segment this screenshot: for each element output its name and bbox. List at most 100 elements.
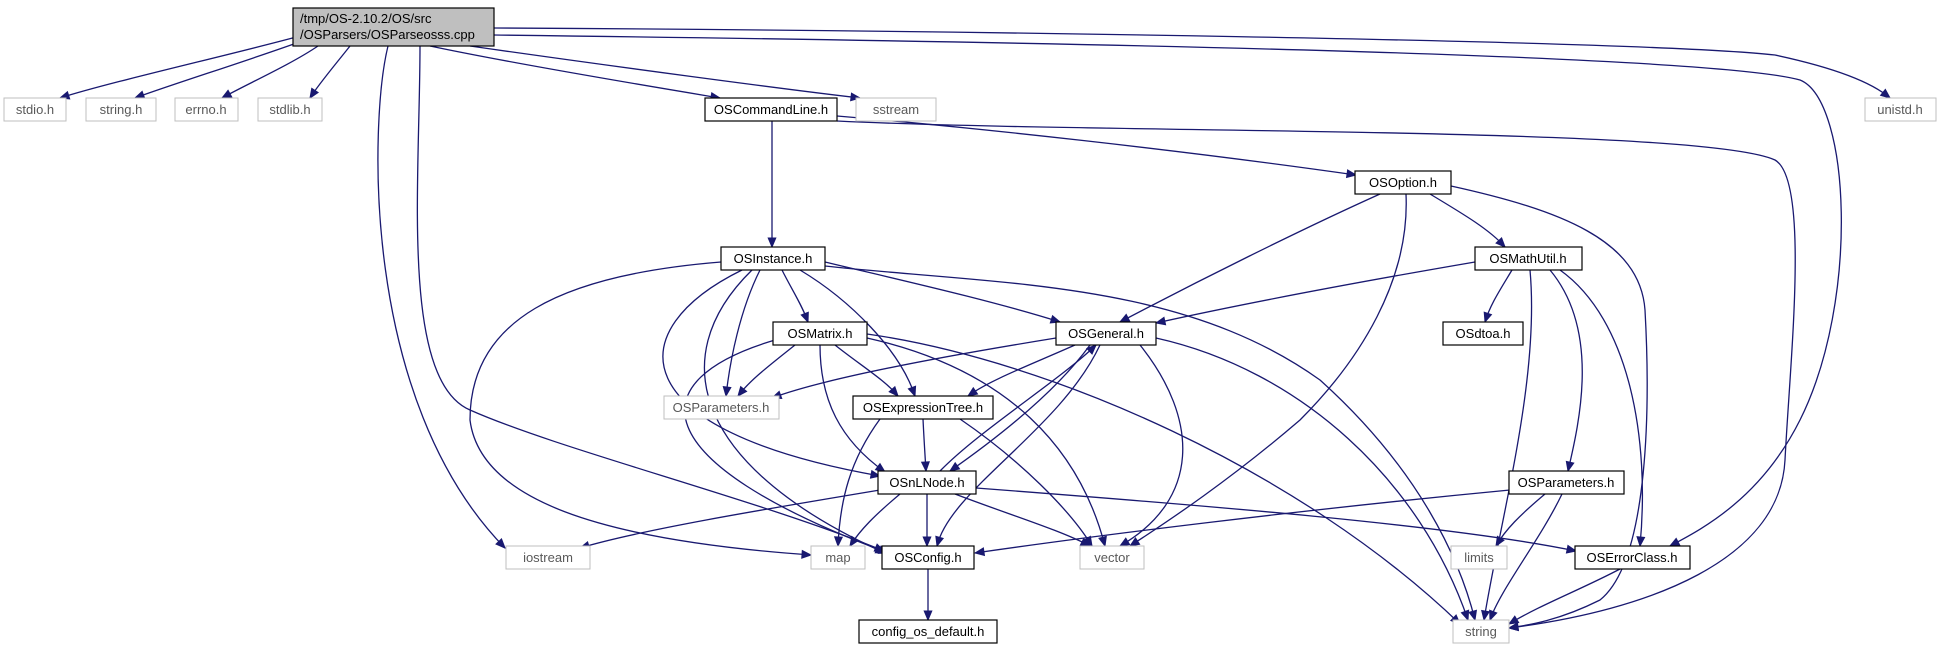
edge-arrowhead bbox=[833, 536, 844, 548]
node-osmathutil-h[interactable]: OSMathUtil.h bbox=[1474, 246, 1583, 271]
edge-OSInstance-to-OSExpressionTree bbox=[799, 269, 917, 398]
edge-arrowhead bbox=[309, 87, 320, 100]
edge-root-to-iostream bbox=[377, 45, 506, 549]
edge-root-to-OSCommandLine bbox=[429, 45, 722, 101]
node-osnlnode-h[interactable]: OSnLNode.h bbox=[877, 470, 977, 495]
edge-root-to-unistd bbox=[493, 27, 1892, 99]
svg-text:OSnLNode.h: OSnLNode.h bbox=[889, 475, 964, 490]
edge-arrowhead bbox=[1507, 622, 1520, 632]
node-sstream[interactable]: sstream bbox=[855, 97, 937, 122]
edge-OSnLNode-to-map bbox=[849, 493, 901, 548]
edge-OSInstance-to-OSMatrix bbox=[781, 269, 809, 324]
edge-arrowhead bbox=[1668, 537, 1681, 547]
edge-arrowhead bbox=[1468, 609, 1478, 622]
edge-OSGeneral-to-string bbox=[1155, 337, 1470, 622]
node-string-h[interactable]: string.h bbox=[85, 97, 157, 122]
svg-text:stdlib.h: stdlib.h bbox=[269, 102, 310, 117]
edge-OSParameters-to-string bbox=[1489, 493, 1563, 622]
edge-OSMatrix-to-OSExpressionTree bbox=[834, 344, 899, 397]
edge-arrowhead bbox=[800, 311, 809, 324]
edge-arrowhead bbox=[948, 461, 961, 472]
edge-OSMathUtil-to-string bbox=[1481, 269, 1533, 622]
edge-arrowhead bbox=[888, 385, 899, 397]
node-stdio-h[interactable]: stdio.h bbox=[3, 97, 67, 122]
edge-root-to-stringh bbox=[133, 39, 306, 100]
edge-arrowhead bbox=[1495, 236, 1506, 248]
edge-arrowhead bbox=[923, 610, 933, 622]
edge-arrowhead bbox=[1489, 609, 1498, 622]
edge-arrowhead bbox=[1085, 344, 1097, 355]
edge-root-to-sstream bbox=[469, 45, 862, 102]
edge-OSMathUtil-to-OSParameters bbox=[1549, 269, 1583, 473]
node-vector[interactable]: vector bbox=[1079, 545, 1145, 570]
edge-OSnLNode-to-vector bbox=[954, 493, 1092, 547]
edge-OSInstance-to-OSGeneral bbox=[824, 261, 1062, 324]
edge-arrowhead bbox=[1128, 536, 1141, 547]
svg-text:string: string bbox=[1465, 624, 1497, 639]
node-config-os-default-h[interactable]: config_os_default.h bbox=[858, 619, 998, 644]
svg-text:OSExpressionTree.h: OSExpressionTree.h bbox=[863, 400, 983, 415]
node-osmatrix-h[interactable]: OSMatrix.h bbox=[772, 321, 868, 346]
node-unistd-h[interactable]: unistd.h bbox=[1864, 97, 1937, 122]
node-map[interactable]: map bbox=[810, 545, 866, 570]
edge-root-to-OSErrorClass bbox=[493, 34, 1842, 547]
edge-OSErrorClass-to-string bbox=[1507, 568, 1621, 625]
edge-arrowhead bbox=[1460, 609, 1470, 622]
node-oserrorclass-h[interactable]: OSErrorClass.h bbox=[1574, 545, 1691, 570]
edge-OSnLNode-to-OSConfig bbox=[922, 494, 932, 548]
edge-arrowhead bbox=[1118, 313, 1131, 323]
edge-arrowhead bbox=[973, 547, 986, 557]
node-osgeneral-h[interactable]: OSGeneral.h bbox=[1055, 321, 1157, 346]
node-osexpressiontree-h[interactable]: OSExpressionTree.h bbox=[852, 395, 994, 420]
svg-text:OSInstance.h: OSInstance.h bbox=[734, 251, 813, 266]
svg-text:string.h: string.h bbox=[100, 102, 143, 117]
svg-text:OSParameters.h: OSParameters.h bbox=[673, 400, 770, 415]
svg-text:stdio.h: stdio.h bbox=[16, 102, 54, 117]
edge-OSMatrix-to-OSConfig bbox=[684, 339, 890, 554]
node-osdtoa-h[interactable]: OSdtoa.h bbox=[1442, 321, 1524, 346]
edge-arrowhead bbox=[922, 536, 932, 548]
node-stdlib-h[interactable]: stdlib.h bbox=[257, 97, 323, 122]
svg-text:OSConfig.h: OSConfig.h bbox=[894, 550, 961, 565]
node-osparameters-h[interactable]: OSParameters.h bbox=[1508, 470, 1625, 495]
edge-arrowhead bbox=[935, 535, 945, 548]
svg-text:OSCommandLine.h: OSCommandLine.h bbox=[714, 102, 828, 117]
edge-OSExpressionTree-to-map bbox=[833, 418, 881, 548]
edge-arrowhead bbox=[767, 237, 777, 249]
edge-OSMathUtil-to-OSGeneral bbox=[1154, 261, 1476, 326]
node-limits[interactable]: limits bbox=[1450, 545, 1508, 570]
node-osinstance-h[interactable]: OSInstance.h bbox=[720, 246, 826, 271]
svg-text:OSMathUtil.h: OSMathUtil.h bbox=[1489, 251, 1566, 266]
root-label-line-2: /OSParsers/OSParseosss.cpp bbox=[300, 27, 475, 42]
edge-OSInstance-to-string bbox=[824, 265, 1478, 622]
edge-arrowhead bbox=[966, 386, 979, 397]
svg-text:sstream: sstream bbox=[873, 102, 919, 117]
edge-arrowhead bbox=[737, 385, 748, 398]
node-osoption-h[interactable]: OSOption.h bbox=[1354, 170, 1452, 195]
edge-OSMathUtil-to-OSdtoa bbox=[1483, 269, 1513, 324]
node-iostream[interactable]: iostream bbox=[505, 545, 591, 570]
edge-arrowhead bbox=[1495, 535, 1505, 548]
edge-arrowhead bbox=[920, 461, 930, 473]
edge-OSCommandLine-to-OSInstance bbox=[767, 121, 777, 249]
svg-text:vector: vector bbox=[1094, 550, 1130, 565]
edge-arrowhead bbox=[1879, 88, 1892, 99]
edge-arrowhead bbox=[1098, 535, 1107, 548]
node-root-osparseosss[interactable]: /tmp/OS-2.10.2/OS/src /OSParsers/OSParse… bbox=[292, 7, 495, 47]
node-osparameters-h-system[interactable]: OSParameters.h bbox=[663, 395, 780, 420]
edge-arrowhead bbox=[1481, 609, 1491, 622]
node-string[interactable]: string bbox=[1452, 619, 1510, 644]
node-osconfig-h[interactable]: OSConfig.h bbox=[881, 545, 975, 570]
edge-OSInstance-to-OSParametersSys bbox=[722, 269, 761, 398]
edge-arrowhead bbox=[907, 385, 917, 398]
edge-OSConfig-to-config_os_default bbox=[923, 568, 933, 622]
edge-arrowhead bbox=[495, 537, 506, 549]
edge-OSExpressionTree-to-OSnLNode bbox=[920, 418, 930, 473]
svg-text:OSErrorClass.h: OSErrorClass.h bbox=[1586, 550, 1677, 565]
node-errno-h[interactable]: errno.h bbox=[174, 97, 239, 122]
edge-root-to-stdio bbox=[58, 35, 301, 100]
edge-OSGeneral-to-OSConfig bbox=[935, 344, 1101, 548]
root-label-line-1: /tmp/OS-2.10.2/OS/src bbox=[300, 11, 432, 26]
edge-arrowhead bbox=[1507, 615, 1520, 625]
node-oscommandline-h[interactable]: OSCommandLine.h bbox=[704, 97, 838, 122]
